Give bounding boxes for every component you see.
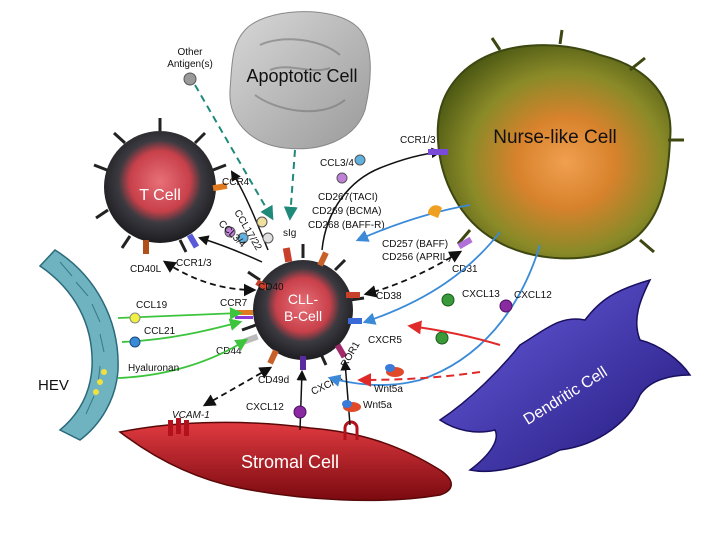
cxcr5-receptor bbox=[348, 318, 362, 324]
cd31-label: CD31 bbox=[452, 264, 478, 275]
cxcl13-ligand-b bbox=[436, 332, 448, 344]
nurse-ccr1-receptor bbox=[428, 149, 448, 155]
t-cell-ccr1-receptor bbox=[187, 233, 199, 248]
vcam1-cd49d-arrow bbox=[205, 368, 270, 405]
cxcl12-bottom-label: CXCL12 bbox=[246, 402, 284, 413]
cxcl12-bottom-ligand bbox=[294, 406, 306, 418]
cd267-label: CD267(TACI) bbox=[318, 192, 378, 203]
cll-title-line1: CLL- bbox=[288, 291, 319, 307]
cxcr5-label: CXCR5 bbox=[368, 335, 402, 346]
wnt5a-bottom-arrow bbox=[345, 362, 350, 425]
hev-label: HEV bbox=[38, 377, 69, 394]
cd38-label: CD38 bbox=[376, 291, 402, 302]
ccl19-ligand bbox=[130, 313, 140, 323]
cxcl12-bottom-arrow bbox=[300, 372, 302, 430]
ccl21-label: CCL21 bbox=[144, 326, 176, 337]
wnt5a-mid-label: Wnt5a bbox=[374, 384, 403, 395]
cxcl12-right-ligand bbox=[500, 300, 512, 312]
dendritic-cell: Dendritic Cell bbox=[440, 280, 690, 471]
cd268-label: CD268 (BAFF-R) bbox=[308, 220, 385, 231]
ccl17-ligand bbox=[257, 217, 267, 227]
hyaluronan-dot-a bbox=[101, 369, 107, 375]
vcam1-receptor-a bbox=[168, 420, 173, 436]
cxcr4-label: CXCR4 bbox=[310, 373, 346, 397]
wnt5a-bottom-ligand-b bbox=[342, 400, 352, 408]
ccl3-top-ligand bbox=[337, 173, 347, 183]
ccr7-receptor-b bbox=[235, 316, 253, 319]
baff-ligand bbox=[428, 205, 442, 218]
apoptotic-cell-title: Apoptotic Cell bbox=[246, 66, 357, 86]
ccl22-ligand bbox=[263, 233, 273, 243]
cxcl13-ligand-a bbox=[442, 294, 454, 306]
cxcl13-label: CXCL13 bbox=[462, 289, 500, 300]
cd44-receptor bbox=[243, 334, 258, 344]
ccl21-ligand bbox=[130, 337, 140, 347]
cxcr4-receptor bbox=[300, 356, 306, 370]
other-antigen-label-line2: Antigen(s) bbox=[167, 59, 213, 70]
cd269-label: CD269 (BCMA) bbox=[312, 206, 381, 217]
t-cell-title: T Cell bbox=[139, 187, 181, 204]
ccr1-3-top-label: CCR1/3 bbox=[400, 135, 436, 146]
wnt5a-mid-ligand-b bbox=[385, 364, 395, 372]
dendritic-wnt5a-arrow bbox=[360, 372, 480, 380]
cd49d-receptor bbox=[267, 349, 278, 364]
antigen-circle bbox=[184, 73, 196, 85]
ccr7-label: CCR7 bbox=[220, 298, 248, 309]
ccr1-3-left-label: CCR1/3 bbox=[176, 258, 212, 269]
other-antigen: Other Antigen(s) bbox=[167, 47, 213, 85]
cll-title-line2: B-Cell bbox=[284, 308, 322, 324]
cd31-receptor bbox=[457, 237, 472, 249]
wnt5a-bottom-label: Wnt5a bbox=[363, 400, 392, 411]
ccl21-arrow bbox=[122, 322, 240, 342]
cd38-receptor bbox=[346, 292, 360, 298]
hyaluronan-dot-b bbox=[97, 379, 103, 385]
dendritic-cxcl13-arrow bbox=[410, 326, 500, 345]
cll-b-cell: CLL- B-Cell bbox=[235, 244, 364, 370]
t-cell: T Cell bbox=[94, 118, 227, 254]
vcam1-label: VCAM-1 bbox=[172, 410, 210, 421]
slg-receptor bbox=[283, 247, 292, 262]
cd44-label: CD44 bbox=[216, 346, 242, 357]
cd256-label: CD256 (APRIL) bbox=[382, 252, 451, 263]
cxcl12-right-label: CXCL12 bbox=[514, 290, 552, 301]
hyaluronan-label: Hyaluronan bbox=[128, 363, 179, 374]
nurse-like-cell: Nurse-like Cell bbox=[438, 30, 684, 258]
cd257-label: CD257 (BAFF) bbox=[382, 239, 448, 250]
hyaluronan-dot-c bbox=[93, 389, 99, 395]
cd40l-label: CD40L bbox=[130, 264, 162, 275]
cd40l-receptor bbox=[143, 240, 149, 254]
ccl3-4-top-label: CCL3/4 bbox=[320, 158, 354, 169]
stromal-cell-title: Stromal Cell bbox=[241, 452, 339, 472]
apoptotic-cell: Apoptotic Cell bbox=[230, 12, 370, 149]
cd40-label: CD40 bbox=[258, 282, 284, 293]
slg-label: sIg bbox=[283, 228, 296, 239]
nurse-like-cell-title: Nurse-like Cell bbox=[493, 127, 617, 148]
ccl4-top-ligand bbox=[355, 155, 365, 165]
ccl19-label: CCL19 bbox=[136, 300, 168, 311]
apoptotic-arrow bbox=[290, 150, 295, 218]
other-antigen-label-line1: Other bbox=[177, 47, 203, 58]
hev-vessel bbox=[40, 250, 118, 440]
vcam1-receptor-c bbox=[184, 420, 189, 436]
cd49d-label: CD49d bbox=[258, 375, 289, 386]
taci-receptor bbox=[317, 251, 328, 266]
stromal-cell: Stromal Cell bbox=[120, 418, 451, 500]
